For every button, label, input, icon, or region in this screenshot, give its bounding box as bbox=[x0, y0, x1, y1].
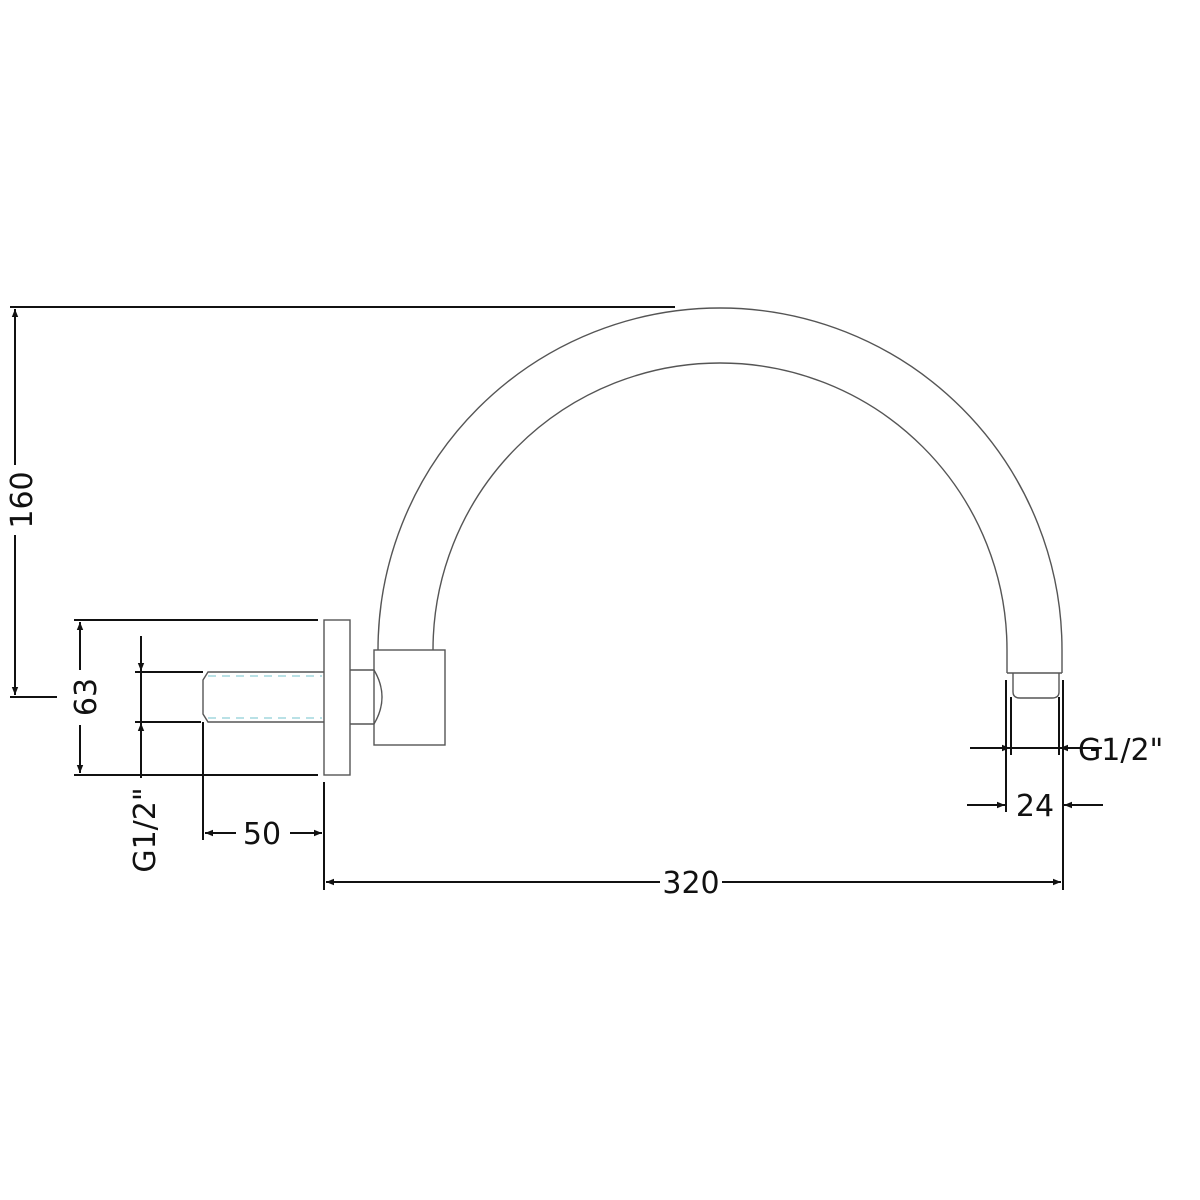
dim-label-160: 160 bbox=[5, 471, 40, 528]
dimension-flange: 63 bbox=[66, 619, 318, 776]
wall-block bbox=[373, 649, 446, 746]
dimension-inlet-thread: G1/2" bbox=[128, 636, 203, 873]
dim-label-50: 50 bbox=[243, 817, 281, 852]
neck bbox=[350, 669, 383, 725]
flange bbox=[323, 619, 351, 776]
dimension-projection: 320 bbox=[326, 680, 1064, 901]
dimension-inlet-length: 50 bbox=[202, 722, 325, 890]
dimension-outlet-diameter: 24 bbox=[967, 789, 1103, 824]
dim-label-320: 320 bbox=[662, 866, 719, 901]
dimension-outlet-thread: G1/2" bbox=[970, 680, 1163, 812]
inlet-thread bbox=[202, 671, 324, 723]
dim-label-24: 24 bbox=[1016, 789, 1054, 824]
outlet-fitting bbox=[1012, 673, 1060, 699]
dim-label-63: 63 bbox=[69, 678, 104, 716]
dimension-height: 160 bbox=[2, 306, 675, 698]
arm-inner-curve bbox=[432, 362, 1008, 673]
shower-arm bbox=[202, 307, 1063, 776]
dim-label-outlet-thread: G1/2" bbox=[1078, 733, 1163, 768]
arm-outer-curve bbox=[377, 307, 1063, 673]
dim-label-inlet-thread: G1/2" bbox=[128, 787, 163, 872]
